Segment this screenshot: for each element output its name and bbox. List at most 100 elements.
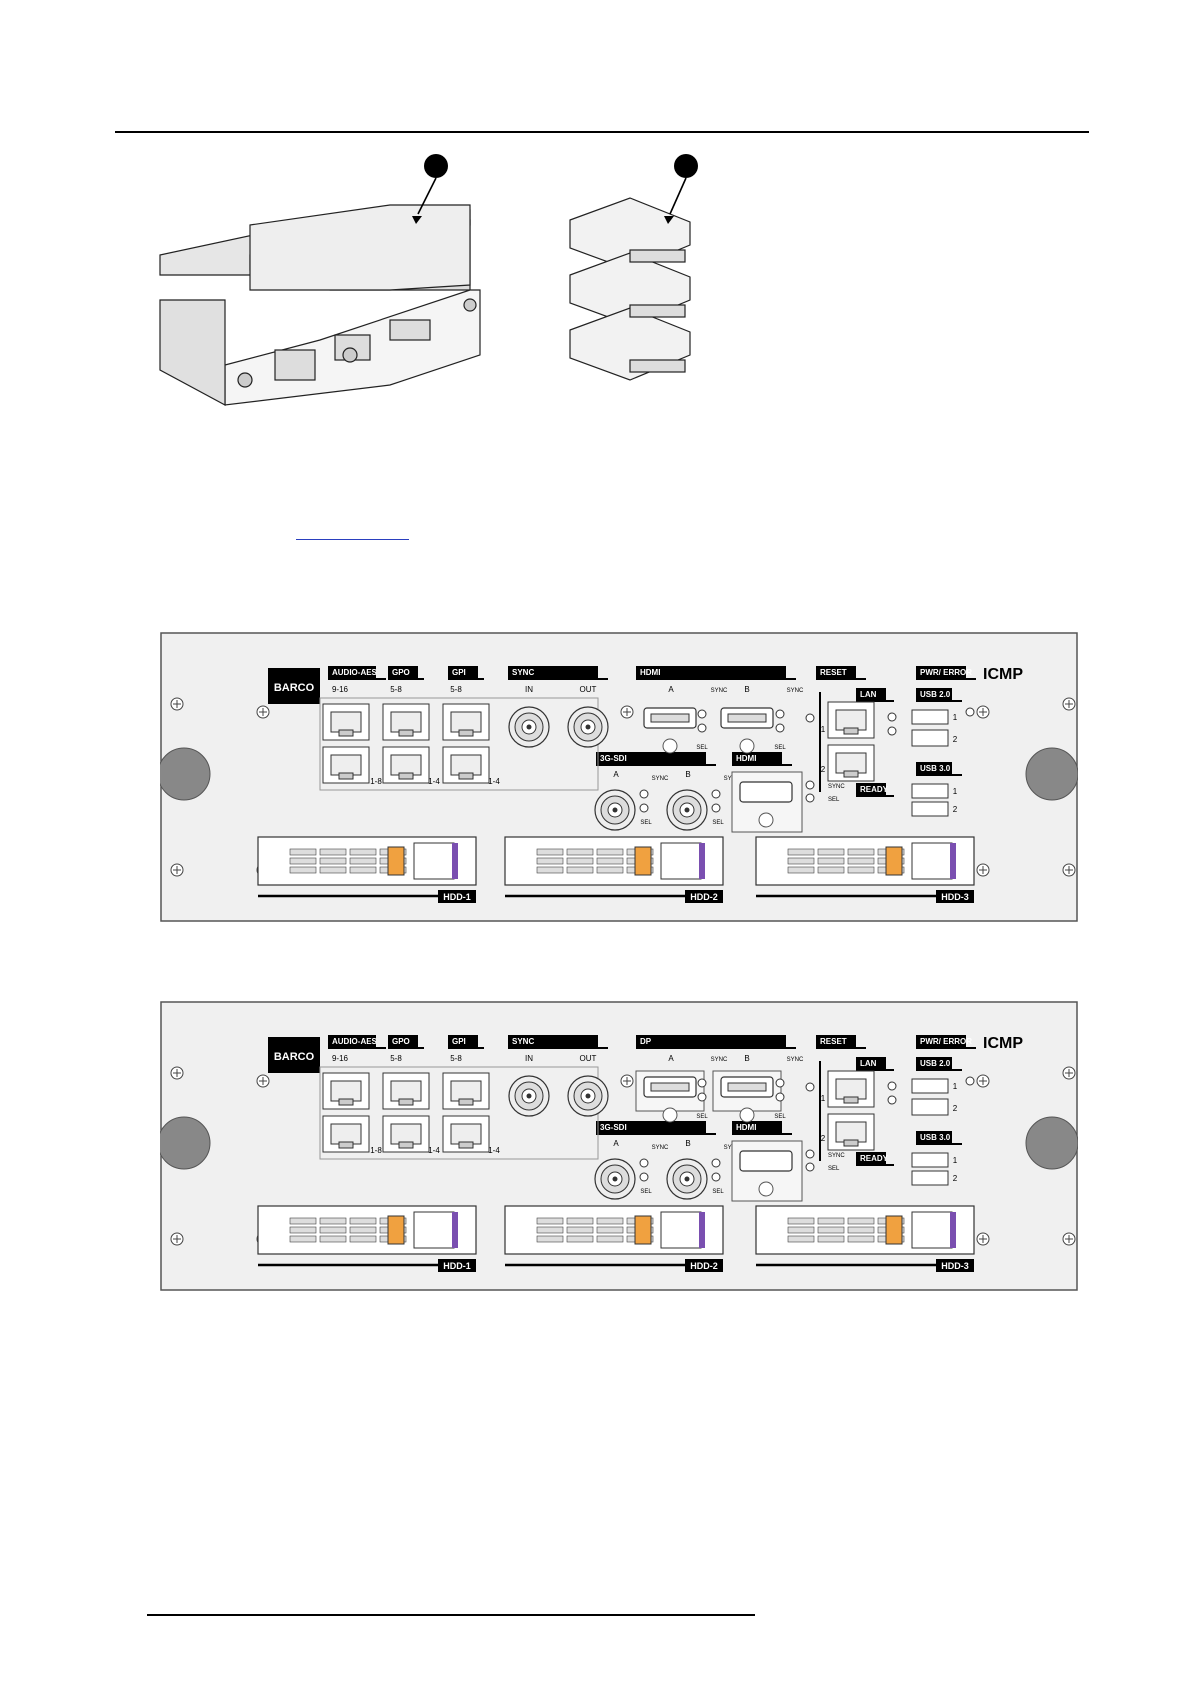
- rj45-port-0: [322, 1072, 370, 1110]
- callout-1-marker: [424, 154, 448, 178]
- right-knob: [1025, 747, 1079, 801]
- sdi-b-label: B: [685, 1139, 690, 1148]
- lan-port-2: [827, 1113, 875, 1151]
- group-hdmi-label: HDMI: [736, 1123, 756, 1132]
- product-name: ICMP: [983, 666, 1023, 683]
- group-gpi: GPI: [448, 666, 484, 680]
- group-video-label: DP: [640, 1037, 652, 1046]
- video-a-sync-label: SYNC: [711, 688, 728, 694]
- screw-1: [170, 863, 184, 877]
- lan-led-1: [887, 712, 897, 722]
- sync-in-label: IN: [525, 685, 533, 694]
- gpi-bot-label: 1-4: [488, 777, 500, 786]
- hdd-label-text-3: HDD-3: [941, 892, 969, 902]
- reset-led: [805, 1082, 815, 1092]
- sync-out-label: OUT: [580, 685, 597, 694]
- hdd-label-3: HDD-3: [936, 1259, 974, 1272]
- group-sync-label: SYNC: [512, 668, 534, 677]
- rj45-port-1: [322, 746, 370, 784]
- gpo-top-label: 5-8: [390, 1054, 402, 1063]
- hdd-label-text-1: HDD-1: [443, 892, 471, 902]
- rj45-port-4: [442, 1072, 490, 1110]
- hdmi-output-box: [731, 1140, 803, 1202]
- group-lan-label: LAN: [860, 690, 877, 699]
- group-3g-sdi: 3G-SDI: [596, 752, 716, 766]
- usb2-2-label: 2: [953, 1104, 958, 1113]
- screw-0: [170, 1066, 184, 1080]
- hdmi-output-box: [731, 771, 803, 833]
- lan-led-2: [887, 1095, 897, 1105]
- hdd-label-1: HDD-1: [438, 1259, 476, 1272]
- video-b-label: B: [744, 685, 749, 694]
- hdmi-sel-label: SEL: [828, 1166, 840, 1172]
- usb2-1-label: 1: [953, 713, 958, 722]
- group-usb2-label: USB 2.0: [920, 1059, 951, 1068]
- group-pwr-error: PWR/ ERROR: [916, 1035, 976, 1049]
- screw-0: [170, 697, 184, 711]
- brand-logo: BARCO: [268, 1037, 320, 1073]
- left-knob: [157, 1116, 211, 1170]
- audio-bot-label: 1-8: [370, 777, 382, 786]
- rj45-port-5: [442, 746, 490, 784]
- video-b-sel-label: SEL: [774, 745, 786, 751]
- group-audio: AUDIO-AES: [328, 666, 386, 680]
- hdd-bay-1: [257, 1205, 477, 1255]
- screw-3: [1062, 1232, 1076, 1246]
- group-reset-label: RESET: [820, 1037, 847, 1046]
- group-hdmi-label: HDMI: [736, 754, 756, 763]
- video-led-3: [775, 723, 785, 733]
- video-port-a: [643, 707, 697, 754]
- group-gpi: GPI: [448, 1035, 484, 1049]
- group-hdmi: HDMI: [732, 1121, 792, 1135]
- group-3g-sdi-label: 3G-SDI: [600, 754, 627, 763]
- sdi-b-bnc: [666, 1158, 708, 1200]
- usb3-2-label: 2: [953, 1174, 958, 1183]
- group-video-label: HDMI: [640, 668, 660, 677]
- group-ready-label: READY: [860, 785, 889, 794]
- video-b-sel-label: SEL: [774, 1114, 786, 1120]
- sdi-led-3: [711, 803, 721, 813]
- usb-ports: [911, 709, 949, 817]
- group-lan: LAN: [856, 1057, 894, 1071]
- rj45-port-5: [442, 1115, 490, 1153]
- group-usb3: USB 3.0: [916, 1131, 962, 1145]
- video-port-b: [712, 1070, 782, 1123]
- pwr-error-led: [965, 1076, 975, 1086]
- group-gpo-label: GPO: [392, 668, 410, 677]
- hyperlink-underline[interactable]: [296, 539, 409, 540]
- hdd-label-text-1: HDD-1: [443, 1261, 471, 1271]
- icmp-module-illustration: [159, 154, 698, 407]
- hdd-bay-2: [504, 836, 724, 886]
- video-b-sync-label: SYNC: [787, 688, 804, 694]
- rj45-port-3: [382, 1115, 430, 1153]
- video-led-1: [697, 723, 707, 733]
- hdd-bay-3: [755, 1205, 975, 1255]
- hdmi-sync-label: SYNC: [828, 1153, 845, 1159]
- hdd-label-2: HDD-2: [685, 890, 723, 903]
- video-led-0: [697, 709, 707, 719]
- gpi-top-label: 5-8: [450, 1054, 462, 1063]
- sdi-b-sel-label: SEL: [712, 1189, 724, 1195]
- sdi-led-0: [639, 1158, 649, 1168]
- lan-2-label: 2: [821, 765, 826, 774]
- hdd-label-text-3: HDD-3: [941, 1261, 969, 1271]
- group-hdmi: HDMI: [732, 752, 792, 766]
- group-gpo-label: GPO: [392, 1037, 410, 1046]
- sdi-a-label: A: [613, 770, 619, 779]
- sdi-a-bnc: [594, 789, 636, 831]
- hdd-label-3: HDD-3: [936, 890, 974, 903]
- sdi-led-3: [711, 1172, 721, 1182]
- usb3-2-label: 2: [953, 805, 958, 814]
- hdmi-sync-label: SYNC: [828, 784, 845, 790]
- left-knob: [157, 747, 211, 801]
- video-led-1: [697, 1092, 707, 1102]
- sdi-led-1: [639, 803, 649, 813]
- sdi-b-sel-label: SEL: [712, 820, 724, 826]
- video-a-sel-label: SEL: [696, 1114, 708, 1120]
- callout-2-marker: [674, 154, 698, 178]
- hdmi-led-sync: [805, 1149, 815, 1159]
- group-gpo: GPO: [388, 1035, 424, 1049]
- usb-ports: [911, 1078, 949, 1186]
